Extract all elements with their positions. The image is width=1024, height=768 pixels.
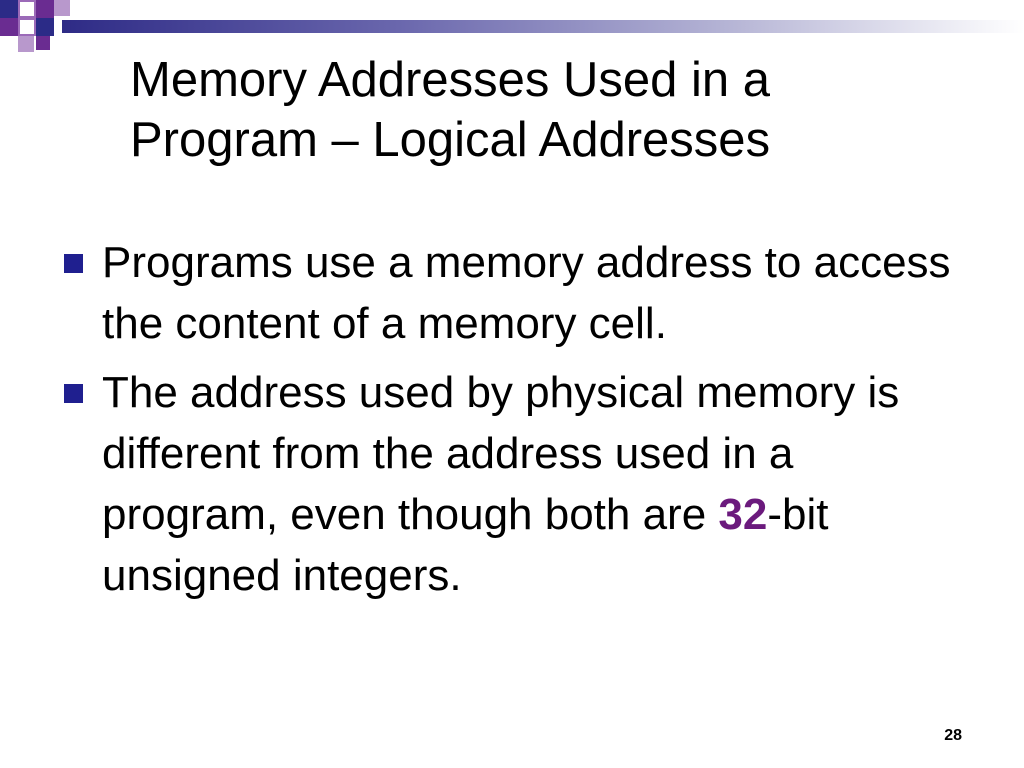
corner-square-7	[36, 18, 54, 36]
header-gradient-bar	[62, 20, 1024, 33]
bullet-text-2-start: The address used by physical memory is d…	[102, 368, 900, 539]
square-bullet-icon	[64, 384, 83, 403]
bullet-list: Programs use a memory address to access …	[64, 232, 964, 614]
corner-square-5	[0, 18, 18, 36]
slide-title-line-1: Memory Addresses Used in a	[130, 53, 770, 107]
slide-title-line-2: Program – Logical Addresses	[130, 113, 771, 167]
corner-square-1	[0, 0, 18, 18]
slide-title: Memory Addresses Used in a Program – Log…	[130, 50, 950, 170]
slide-number: 28	[944, 727, 962, 744]
corner-square-2	[18, 0, 36, 18]
bullet-item-1: Programs use a memory address to access …	[64, 232, 964, 354]
corner-square-3	[36, 0, 54, 18]
corner-square-6	[18, 18, 36, 36]
bullet-text-2-end: -bit unsigned integers.	[102, 490, 829, 600]
corner-square-8	[18, 36, 34, 52]
bullet-item-2: The address used by physical memory is d…	[64, 362, 964, 606]
bullet-text-1: Programs use a memory address to access …	[102, 238, 951, 348]
square-bullet-icon	[64, 254, 83, 273]
corner-square-4	[54, 0, 70, 16]
bullet-emphasis-32: 32	[718, 490, 768, 539]
corner-square-9	[36, 36, 50, 50]
